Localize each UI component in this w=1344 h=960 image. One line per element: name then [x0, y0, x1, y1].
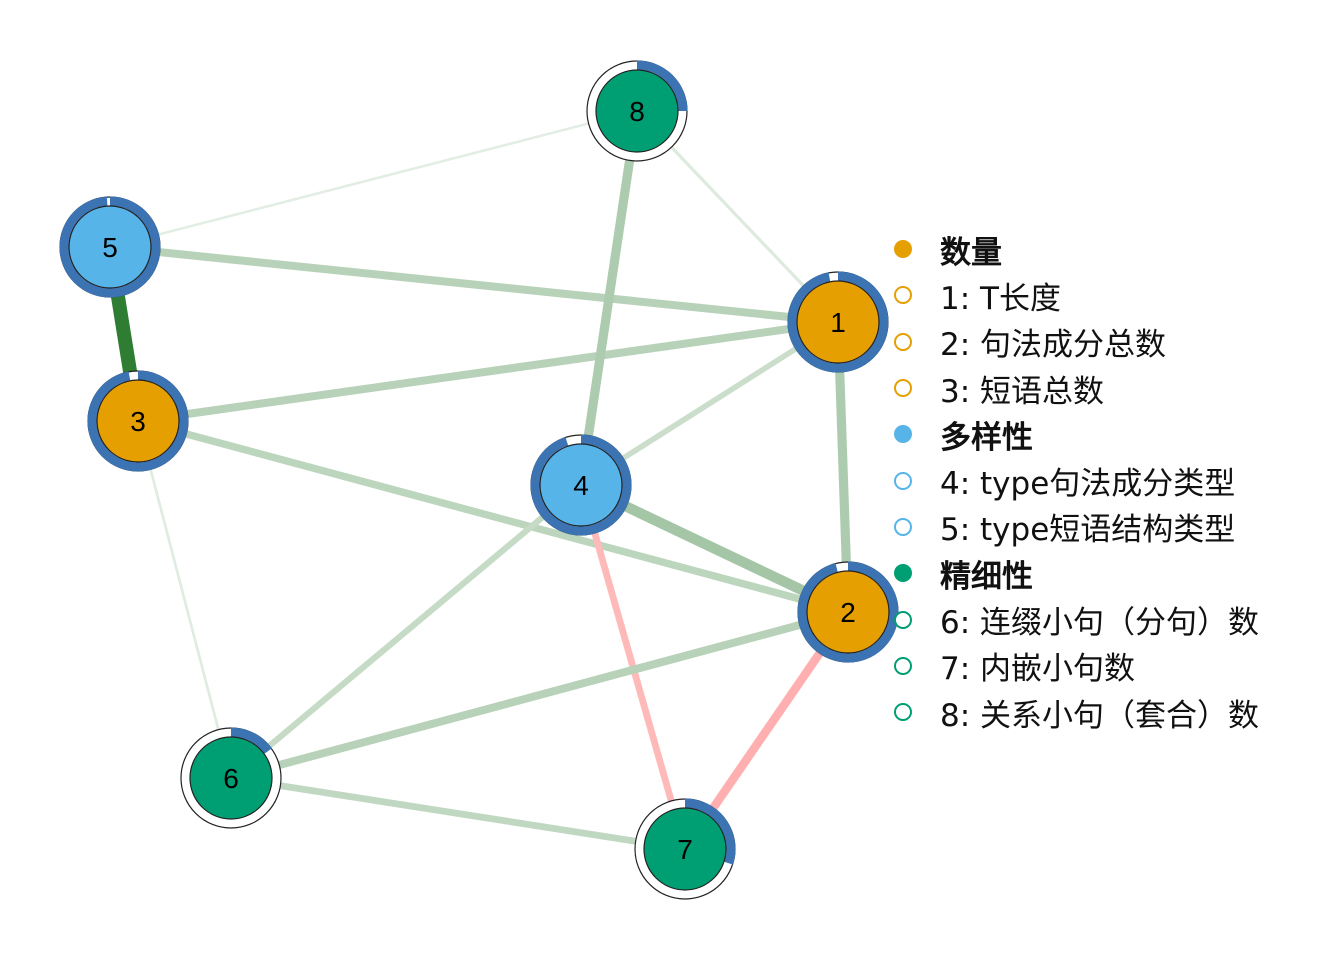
legend-filled-dot-icon: [894, 240, 912, 259]
node-label: 1: [830, 307, 846, 338]
legend-open-dot-icon: [894, 332, 912, 351]
node-6-pie-ring: [230, 727, 272, 754]
edge-2-6: [227, 608, 852, 782]
node-5: 5: [59, 196, 161, 298]
legend-label: 6: 连缀小句（分句）数: [940, 605, 1260, 642]
node-8-pie-ring: [636, 60, 688, 112]
node-4: 4: [530, 434, 632, 536]
legend-group-row: 数量: [888, 226, 1338, 272]
legend-label: 7: 内嵌小句数: [940, 651, 1136, 688]
legend-label: 多样性: [940, 419, 1033, 456]
node-7-pie-ring: [684, 798, 736, 865]
edge-5-8: [108, 109, 639, 249]
node-1: 1: [787, 271, 889, 373]
node-8-fill: [595, 69, 679, 153]
node-5-pie-ring: [59, 196, 161, 298]
node-4-fill: [539, 443, 623, 527]
edge-3-1: [134, 318, 842, 425]
legend-label: 数量: [940, 234, 1002, 271]
node-7-fill: [643, 807, 727, 891]
edge-1-4: [578, 319, 841, 488]
edge-4-6: [227, 481, 585, 782]
node-label: 6: [223, 763, 239, 794]
legend-filled-dot-icon: [894, 425, 912, 444]
node-label: 3: [130, 406, 146, 437]
legend-open-dot-icon: [894, 610, 912, 629]
node-label: 8: [629, 96, 645, 127]
node-1-pie-ring: [787, 271, 889, 373]
legend-item-row: 7: 内嵌小句数: [888, 643, 1338, 689]
legend-item-row: 2: 句法成分总数: [888, 319, 1338, 365]
node-4-pie-ring: [530, 434, 632, 536]
legend-item-row: 1: T长度: [888, 272, 1338, 318]
node-label: 4: [573, 470, 589, 501]
legend-label: 5: type短语结构类型: [940, 512, 1236, 549]
edge-6-7: [227, 774, 689, 853]
node-label: 5: [102, 232, 118, 263]
legend-open-dot-icon: [894, 517, 912, 536]
node-8: 8: [586, 60, 688, 162]
legend-item-row: 6: 连缀小句（分句）数: [888, 596, 1338, 642]
node-2: 2: [797, 561, 899, 663]
node-6: 6: [180, 727, 282, 829]
legend-open-dot-icon: [894, 286, 912, 305]
legend-group-row: 多样性: [888, 411, 1338, 457]
node-7: 7: [634, 798, 736, 900]
legend-label: 4: type句法成分类型: [940, 466, 1236, 503]
nodes-layer: 1 2 3 4 5 6 7 8: [59, 60, 899, 900]
legend-item-row: 8: 关系小句（套合）数: [888, 689, 1338, 735]
legend-item-row: 3: 短语总数: [888, 365, 1338, 411]
node-3-pie-ring: [87, 370, 189, 472]
node-5-fill: [68, 205, 152, 289]
edge-3-2: [134, 417, 852, 616]
legend-open-dot-icon: [894, 379, 912, 398]
legend-open-dot-icon: [894, 471, 912, 490]
legend-label: 1: T长度: [940, 280, 1061, 317]
node-3-fill: [96, 379, 180, 463]
legend-item-row: 4: type句法成分类型: [888, 457, 1338, 503]
node-label: 7: [677, 834, 693, 865]
legend-item-row: 5: type短语结构类型: [888, 504, 1338, 550]
legend-open-dot-icon: [894, 656, 912, 675]
legend-label: 3: 短语总数: [940, 373, 1105, 410]
node-6-fill: [189, 736, 273, 820]
node-2-pie-ring: [797, 561, 899, 663]
node-3: 3: [87, 370, 189, 472]
edge-4-8: [576, 106, 642, 490]
node-2-fill: [806, 570, 890, 654]
legend-filled-dot-icon: [894, 564, 912, 583]
legend-group-row: 精细性: [888, 550, 1338, 596]
legend-open-dot-icon: [894, 703, 912, 722]
legend: 数量 1: T长度 2: 句法成分总数 3: 短语总数多样性 4: type句法成分类型…: [888, 226, 1338, 735]
legend-label: 精细性: [940, 558, 1033, 595]
edge-5-1: [106, 243, 842, 326]
node-label: 2: [840, 597, 856, 628]
legend-label: 2: 句法成分总数: [940, 327, 1167, 364]
legend-label: 8: 关系小句（套合）数: [940, 697, 1260, 734]
edge-3-6: [136, 419, 233, 780]
node-1-fill: [796, 280, 880, 364]
